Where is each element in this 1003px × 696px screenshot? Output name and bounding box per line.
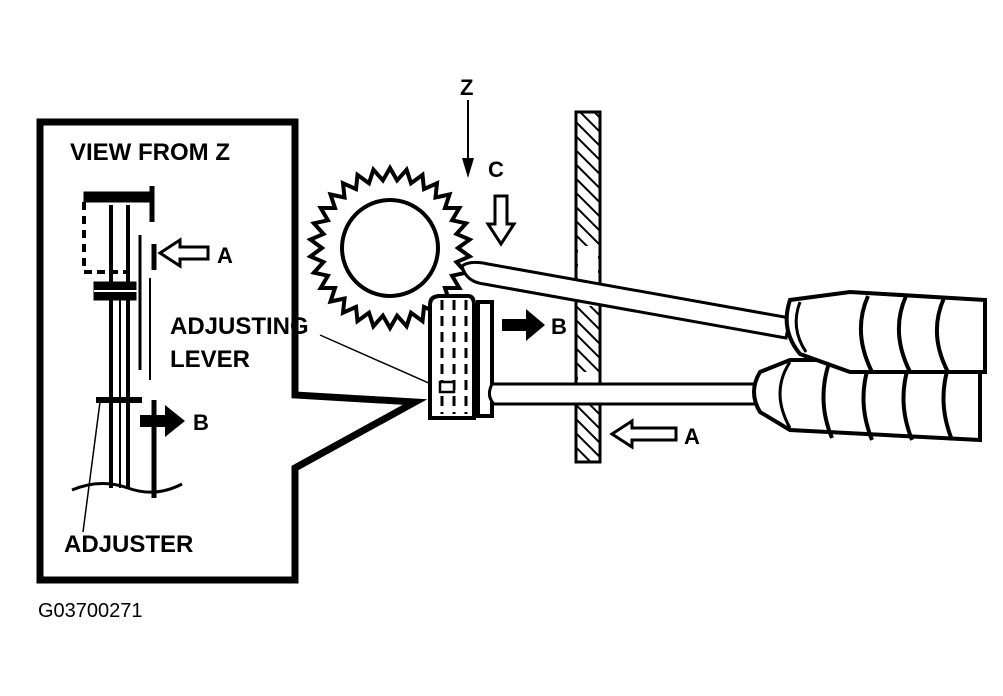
inset-frame <box>36 118 428 584</box>
label-z: Z <box>460 75 473 100</box>
figure-code: G03700271 <box>38 600 143 622</box>
arrow-b-inset-icon <box>140 405 185 437</box>
label-b-inset: B <box>193 410 209 435</box>
arrow-z-icon <box>462 158 474 178</box>
arrow-a-main-icon <box>609 418 678 450</box>
adjuster-block <box>428 294 494 420</box>
inset-title: VIEW FROM Z <box>70 139 230 166</box>
label-lever: LEVER <box>170 346 250 373</box>
adjusting-lever-leader <box>319 334 441 389</box>
label-a-inset: A <box>217 243 233 268</box>
label-c: C <box>488 157 504 182</box>
label-adjuster: ADJUSTER <box>64 531 193 558</box>
upper-screwdriver <box>460 260 987 374</box>
main-view: Z C B A <box>306 75 987 464</box>
label-a-main: A <box>684 424 700 449</box>
adjuster-leader <box>82 401 101 533</box>
arrow-c-icon <box>485 194 517 247</box>
adjuster-shaft <box>71 186 183 494</box>
label-b-main: B <box>551 314 567 339</box>
arrow-a-inset-icon <box>157 237 210 269</box>
star-wheel <box>306 163 474 333</box>
arrow-b-main-icon <box>502 309 545 341</box>
inset-view-from-z: A B VIEW FROM Z ADJUSTER ADJUSTING LEVER <box>36 118 441 584</box>
lower-screwdriver <box>487 358 982 443</box>
label-adjusting: ADJUSTING <box>170 313 309 340</box>
